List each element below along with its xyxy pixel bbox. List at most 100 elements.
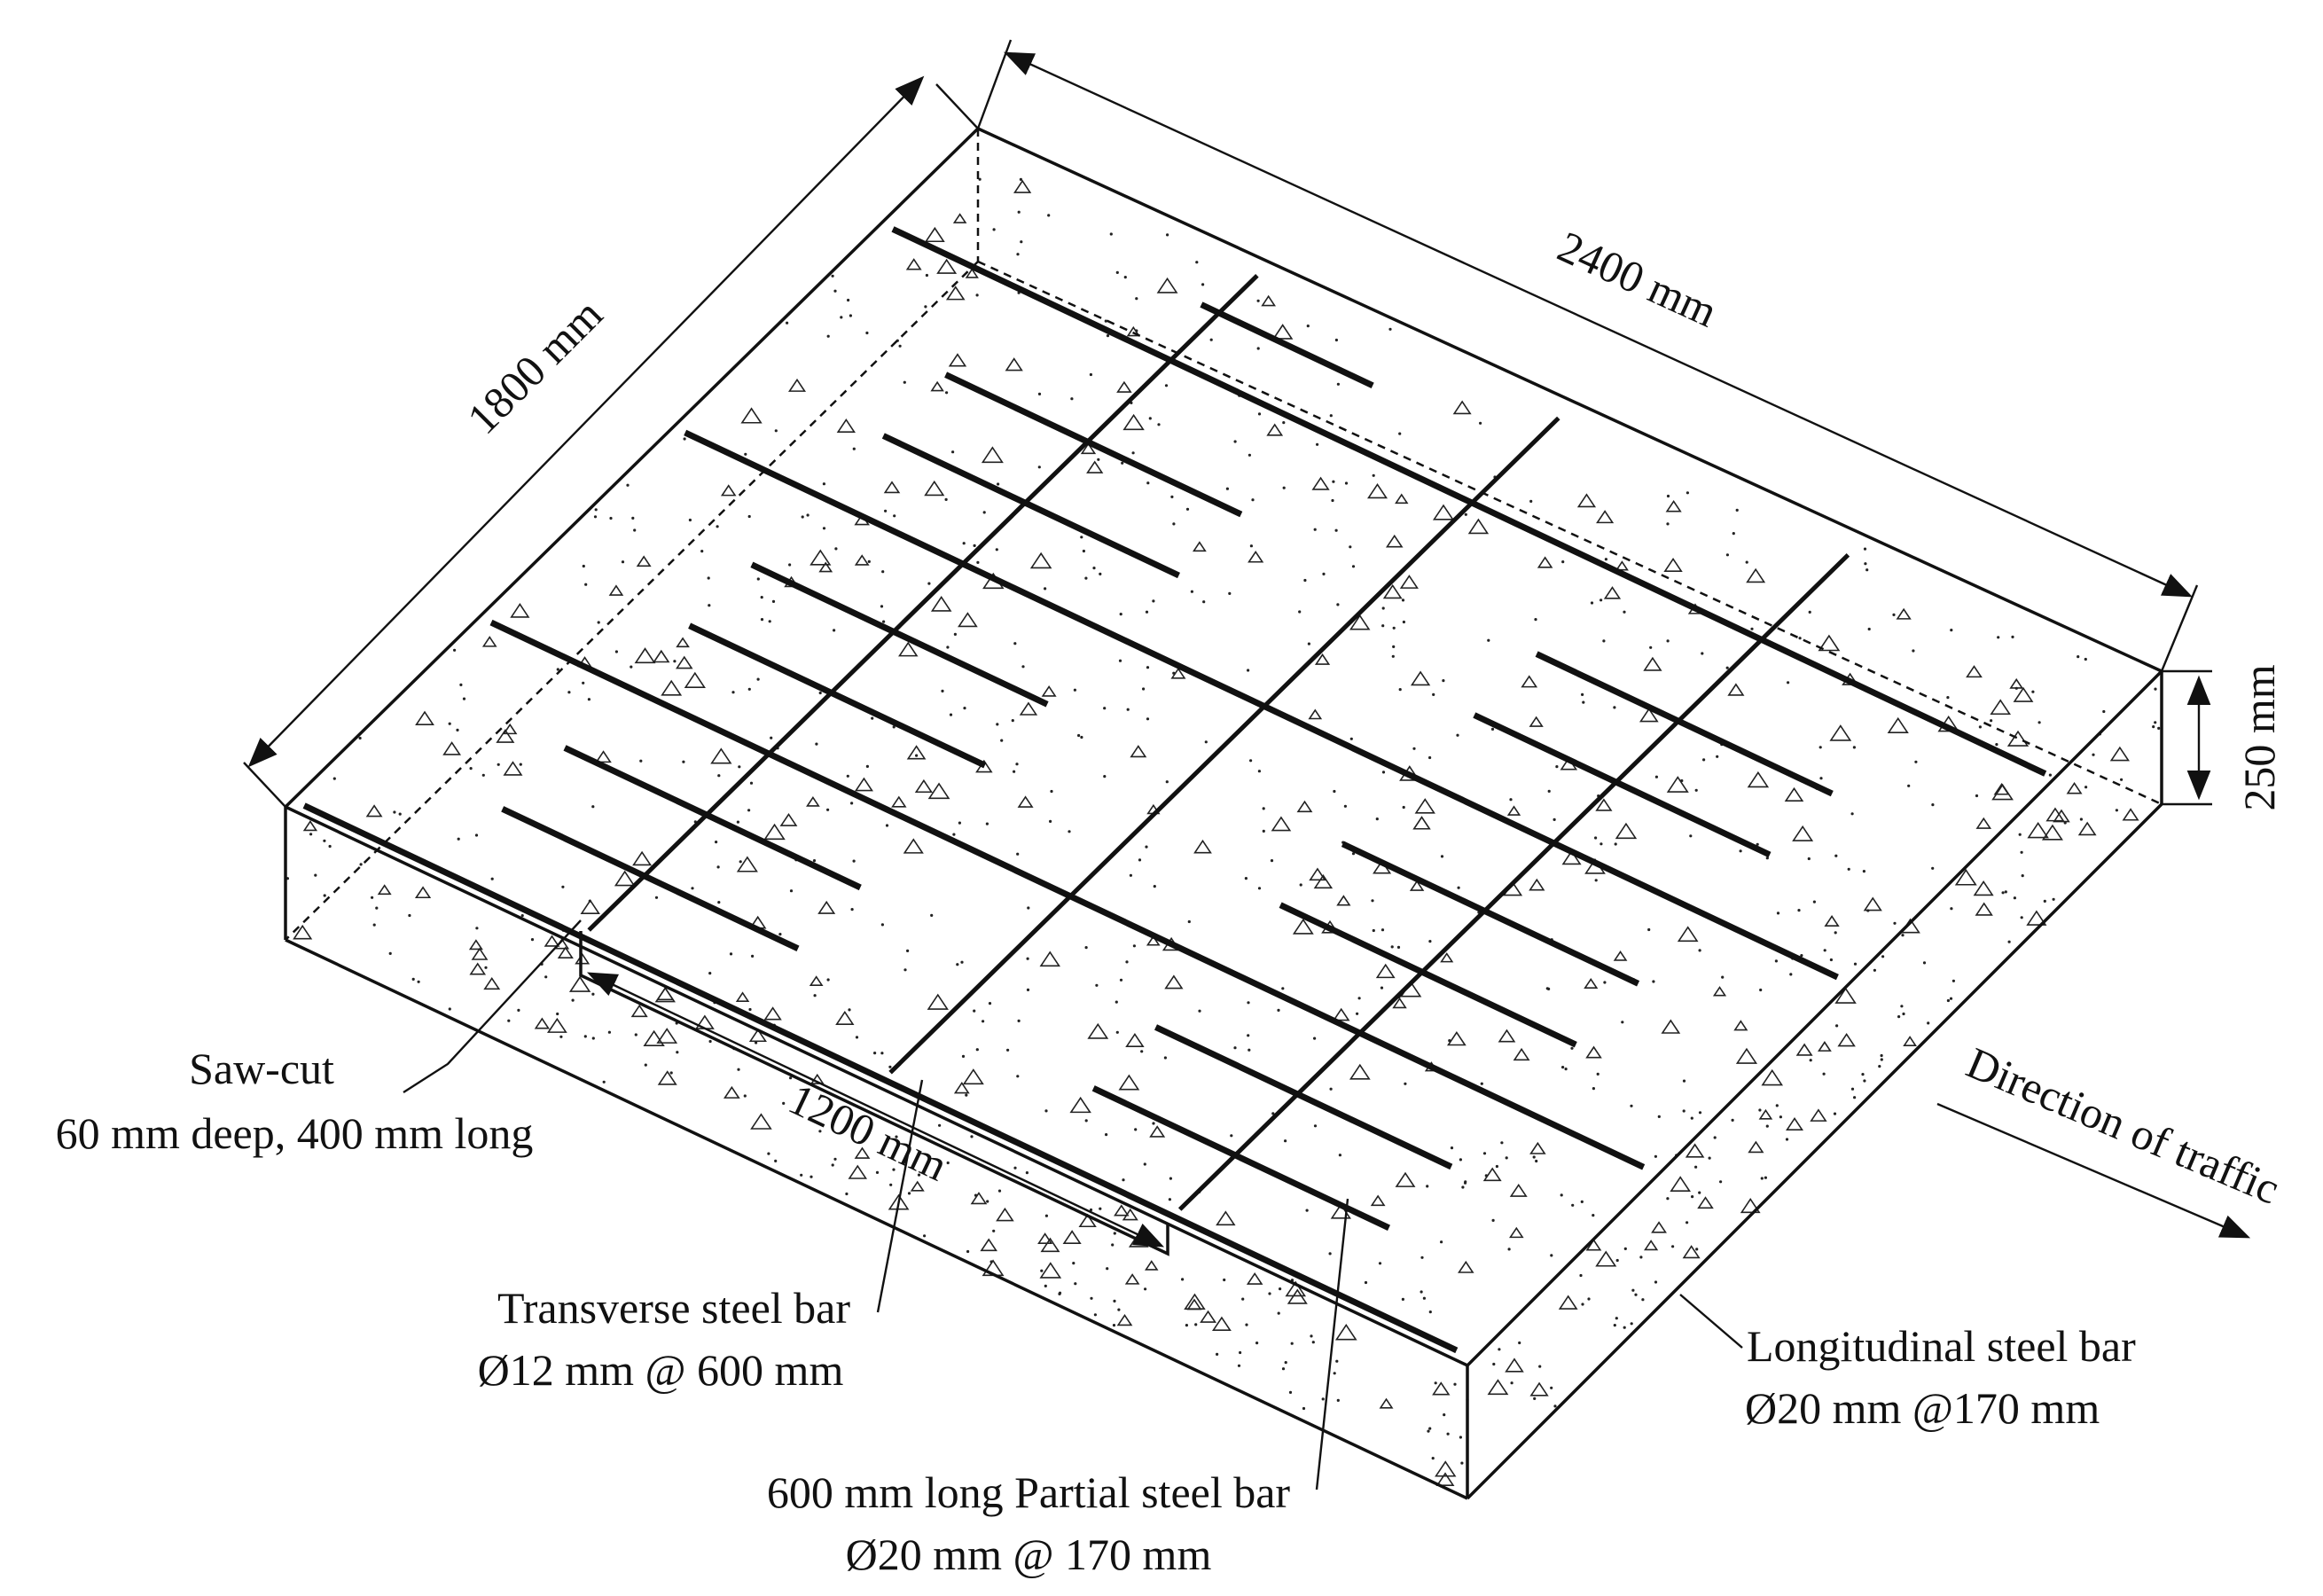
aggregate-speck	[1931, 866, 1935, 870]
aggregate-speck	[1533, 1396, 1537, 1400]
aggregate-speck	[1013, 1166, 1017, 1170]
aggregate-speck	[1204, 740, 1208, 744]
aggregate-stone	[510, 603, 530, 618]
aggregate-speck	[1853, 962, 1858, 966]
aggregate-speck	[474, 833, 479, 837]
aggregate-speck	[882, 620, 886, 623]
aggregate-stone	[1399, 575, 1419, 589]
aggregate-stone	[1529, 1381, 1549, 1396]
aggregate-speck	[789, 889, 794, 893]
aggregate-stone	[1041, 685, 1057, 697]
aggregate-speck	[1131, 451, 1135, 455]
aggregate-speck	[1142, 687, 1146, 691]
aggregate-speck	[1364, 1280, 1368, 1285]
aggregate-speck	[907, 1192, 911, 1195]
aggregate-speck	[1216, 1352, 1219, 1356]
aggregate-speck	[1037, 392, 1042, 395]
aggregate-stone	[1164, 974, 1184, 990]
aggregate-speck	[1507, 1248, 1511, 1251]
aggregate-stone	[1184, 1293, 1206, 1310]
aggregate-speck	[1615, 1258, 1619, 1263]
aggregate-speck	[1721, 975, 1725, 979]
aggregate-speck	[1453, 1382, 1457, 1386]
aggregate-speck	[806, 513, 810, 517]
aggregate-speck	[1099, 1207, 1102, 1210]
aggregate-speck	[1140, 1050, 1144, 1053]
aggregate-speck	[1163, 1056, 1167, 1060]
aggregate-speck	[1271, 1112, 1275, 1115]
aggregate-speck	[1334, 338, 1338, 342]
aggregate-speck	[1249, 544, 1253, 548]
slab-top-left-edge	[284, 127, 980, 809]
aggregate-stone	[1685, 1143, 1705, 1158]
aggregate-stone	[1409, 880, 1425, 891]
aggregate-speck	[1708, 1156, 1711, 1160]
aggregate-speck	[1482, 1152, 1487, 1155]
aggregate-speck	[594, 508, 598, 512]
aggregate-speck	[898, 344, 902, 348]
aggregate-stone	[1125, 1032, 1145, 1048]
transverse-bar-2	[888, 416, 1560, 1075]
aggregate-speck	[1550, 1254, 1553, 1257]
aggregate-stone	[1740, 1198, 1761, 1214]
aggregate-speck	[1702, 758, 1706, 762]
aggregate-speck	[1800, 954, 1803, 958]
aggregate-speck	[1774, 959, 1778, 963]
aggregate-speck	[1092, 567, 1096, 570]
aggregate-speck	[2152, 725, 2155, 729]
aggregate-speck	[1313, 528, 1317, 531]
aggregate-speck	[1225, 487, 1229, 490]
aggregate-stone	[965, 268, 979, 278]
aggregate-stone	[945, 286, 966, 301]
aggregate-speck	[314, 873, 317, 877]
aggregate-speck	[631, 516, 635, 520]
aggregate-speck	[1251, 498, 1255, 502]
aggregate-speck	[1277, 1008, 1280, 1012]
aggregate-speck	[751, 954, 755, 958]
aggregate-speck	[1135, 297, 1138, 301]
aggregate-speck	[1428, 1310, 1432, 1314]
aggregate-speck	[1125, 960, 1129, 964]
aggregate-speck	[1878, 1065, 1881, 1068]
aggregate-stone	[1505, 1357, 1524, 1373]
aggregate-stone	[1954, 868, 1977, 886]
partial-bar-1-7	[1200, 301, 1374, 388]
aggregate-speck	[956, 963, 959, 966]
aggregate-speck	[2063, 821, 2067, 825]
sawcut-label: Saw-cut	[189, 1044, 334, 1093]
aggregate-speck	[1897, 1015, 1901, 1019]
aggregate-stone	[1837, 1033, 1856, 1047]
aggregate-stone	[787, 378, 807, 392]
aggregate-speck	[973, 544, 976, 548]
aggregate-speck	[997, 482, 1000, 486]
aggregate-speck	[1072, 1262, 1075, 1265]
aggregate-speck	[2120, 778, 2124, 781]
aggregate-speck	[1491, 1218, 1495, 1222]
aggregate-speck	[1095, 983, 1099, 987]
aggregate-speck	[1082, 549, 1085, 553]
aggregate-speck	[644, 1063, 647, 1067]
aggregate-speck	[978, 177, 982, 181]
aggregate-speck	[1402, 620, 1405, 624]
aggregate-speck	[1392, 645, 1396, 649]
aggregate-stone	[534, 1017, 551, 1029]
aggregate-stone	[905, 258, 922, 270]
aggregate-speck	[1185, 507, 1190, 511]
aggregate-speck	[768, 620, 771, 623]
aggregate-speck	[744, 452, 747, 456]
aggregate-stone	[817, 900, 836, 914]
aggregate-speck	[1631, 1288, 1635, 1292]
aggregate-speck	[597, 621, 600, 624]
aggregate-speck	[1592, 1214, 1595, 1217]
partial-bar-label: 600 mm long Partial steel bar	[767, 1467, 1291, 1517]
aggregate-speck	[1080, 536, 1083, 539]
partial-bar-spec: Ø20 mm @ 170 mm	[846, 1530, 1212, 1579]
aggregate-speck	[1237, 1364, 1241, 1367]
aggregate-stone	[1615, 822, 1638, 840]
aggregate-speck	[871, 716, 874, 720]
aggregate-speck	[1853, 1096, 1857, 1099]
aggregate-speck	[716, 525, 719, 528]
aggregate-stone	[2045, 807, 2065, 822]
aggregate-stone	[927, 993, 949, 1010]
aggregate-speck	[850, 802, 854, 805]
